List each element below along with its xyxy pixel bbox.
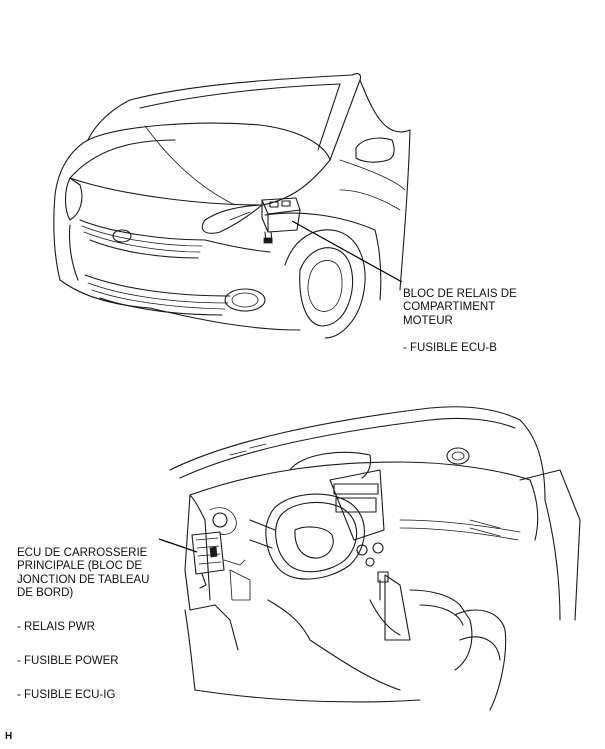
relay-pwr-label: - RELAIS PWR xyxy=(17,621,95,633)
fuse-ecu-ig-label: - FUSIBLE ECU-IG xyxy=(17,689,116,701)
engine-relay-block-callout: BLOC DE RELAIS DE COMPARTIMENT MOTEUR - … xyxy=(403,274,517,369)
car-front-illustration xyxy=(53,73,411,339)
dashboard-illustration xyxy=(169,406,581,711)
fuse-power-label: - FUSIBLE POWER xyxy=(17,655,119,667)
fuse-ecu-b-label: - FUSIBLE ECU-B xyxy=(403,341,497,354)
main-body-ecu-callout: ECU DE CARROSSERIE PRINCIPALE (BLOC DE J… xyxy=(17,533,150,716)
main-body-ecu-leader-line xyxy=(158,538,198,553)
engine-relay-block-title: BLOC DE RELAIS DE COMPARTIMENT MOTEUR xyxy=(403,287,517,327)
engine-relay-block-icon xyxy=(261,197,301,244)
engine-relay-leader-line xyxy=(291,220,403,283)
main-body-ecu-title: ECU DE CARROSSERIE PRINCIPALE (BLOC DE J… xyxy=(17,546,150,600)
figure-code: H xyxy=(5,731,13,742)
